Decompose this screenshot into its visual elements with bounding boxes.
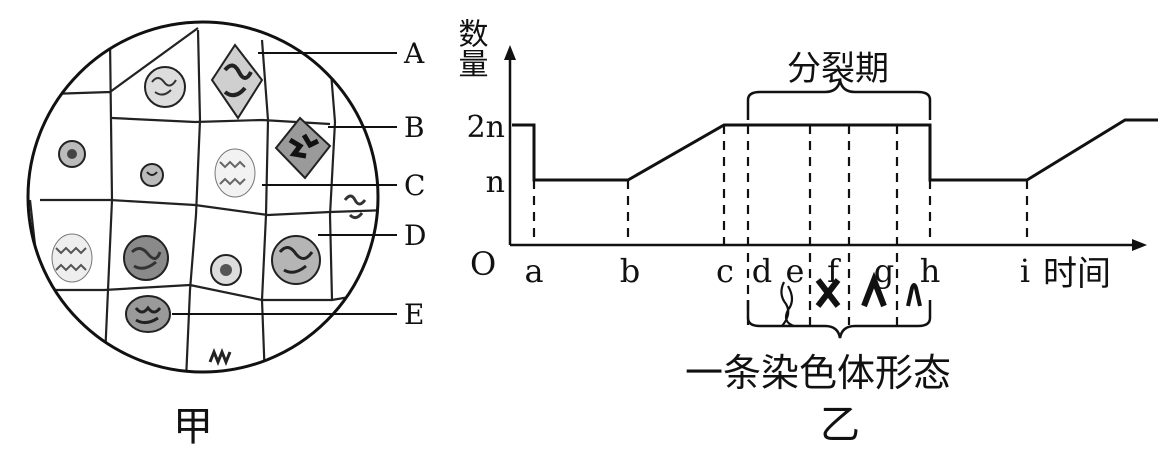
division-phase-label: 分裂期 <box>787 49 889 89</box>
x-tick-d: d <box>752 252 772 290</box>
x-tick-g: g <box>874 252 894 290</box>
series-line <box>512 118 1158 182</box>
label-A: A <box>403 37 425 70</box>
microscope-field <box>26 20 380 374</box>
cell-interphase-1 <box>144 66 186 108</box>
time-point-labels: a b c d e f g h i <box>524 252 1030 290</box>
x-tick-c: c <box>716 252 734 290</box>
pointer-lines <box>172 52 397 315</box>
division-phase-brace <box>746 79 932 120</box>
cell-D-prophase <box>271 235 321 285</box>
x-axis-label: 时间 <box>1043 254 1111 294</box>
caption-yi: 乙 <box>820 402 860 448</box>
chromosome-morphologies <box>780 271 922 328</box>
x-tick-b: b <box>620 252 640 290</box>
cell-anaphase-left <box>51 233 93 283</box>
dashed-guides <box>532 125 1029 325</box>
caption-jia: 甲 <box>173 404 213 450</box>
cell-small-chromosomes <box>343 194 367 220</box>
axes <box>504 45 1147 251</box>
morphology-brace <box>746 300 932 339</box>
cell-nucleus-1 <box>58 140 86 168</box>
morphology-label: 一条染色体形态 <box>685 351 951 395</box>
y-axis-label: 数量 <box>453 18 488 78</box>
x-tick-h: h <box>920 252 941 290</box>
y-tick-n: n <box>486 165 505 200</box>
chromosome-split-icon <box>906 283 922 307</box>
cell-E-telophase <box>125 295 171 333</box>
cell-B-metaphase <box>274 116 332 180</box>
cell-bottom-chromosomes <box>208 347 232 367</box>
label-C: C <box>404 169 425 202</box>
label-E: E <box>404 298 424 331</box>
chromosome-x-icon <box>815 278 841 308</box>
label-D: D <box>404 219 426 252</box>
label-B: B <box>404 111 425 144</box>
cell-A-prophase <box>210 43 264 120</box>
chromosome-v-icon <box>861 271 887 308</box>
y-tick-2n: 2n <box>467 110 505 145</box>
chromosome-thread-icon <box>780 281 795 328</box>
cell-nucleus-2 <box>140 163 164 187</box>
x-tick-a: a <box>524 252 543 290</box>
x-tick-i: i <box>1020 252 1030 290</box>
cell-nucleus-3 <box>210 254 242 286</box>
x-tick-e: e <box>786 252 805 290</box>
cell-C-anaphase <box>214 148 256 198</box>
origin-label: O <box>470 245 496 283</box>
cell-prophase-dense <box>123 235 169 281</box>
